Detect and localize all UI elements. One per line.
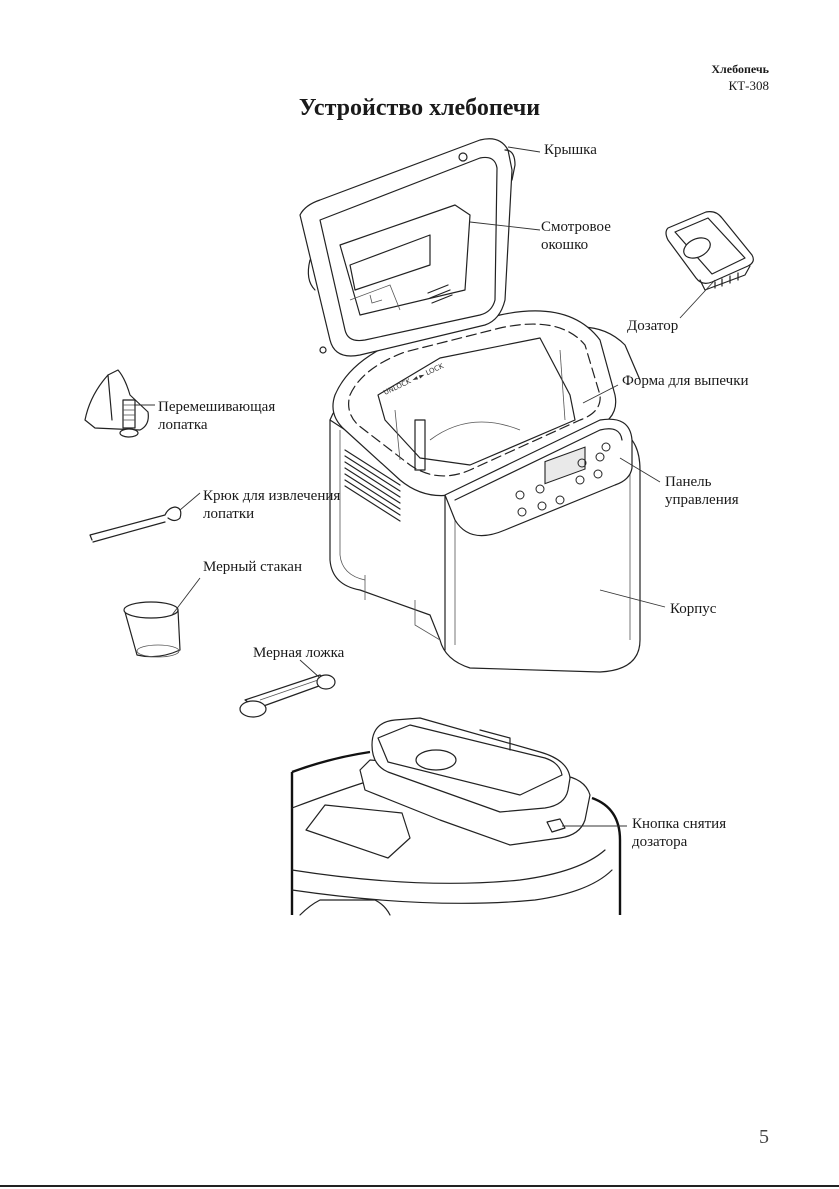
label-body: Корпус <box>670 600 716 618</box>
label-paddle-1: Перемешивающая <box>158 398 275 416</box>
label-window-1: Смотровое <box>541 218 611 236</box>
label-hook-2: лопатки <box>203 505 254 523</box>
label-dispenser: Дозатор <box>627 317 678 335</box>
label-lid: Крышка <box>544 141 597 159</box>
label-hook-1: Крюк для извлечения <box>203 487 340 505</box>
label-paddle-2: лопатка <box>158 416 208 434</box>
label-release-2: дозатора <box>632 833 687 851</box>
label-cup: Мерный стакан <box>203 558 302 576</box>
dispenser-closeup <box>292 718 620 915</box>
measuring-spoon-illustration <box>240 675 335 717</box>
dispenser-illustration <box>666 212 753 290</box>
bottom-rule <box>0 1185 839 1187</box>
hook-illustration <box>90 507 181 542</box>
label-panel-2: управления <box>665 491 739 509</box>
measuring-cup-illustration <box>124 602 180 657</box>
lid <box>300 139 515 356</box>
kneading-paddle-illustration <box>85 370 148 437</box>
label-spoon: Мерная ложка <box>253 644 344 662</box>
label-window-2: окошко <box>541 236 588 254</box>
label-release-1: Кнопка снятия <box>632 815 726 833</box>
page-number: 5 <box>759 1126 769 1149</box>
label-pan: Форма для выпечки <box>622 372 749 390</box>
label-panel-1: Панель <box>665 473 712 491</box>
